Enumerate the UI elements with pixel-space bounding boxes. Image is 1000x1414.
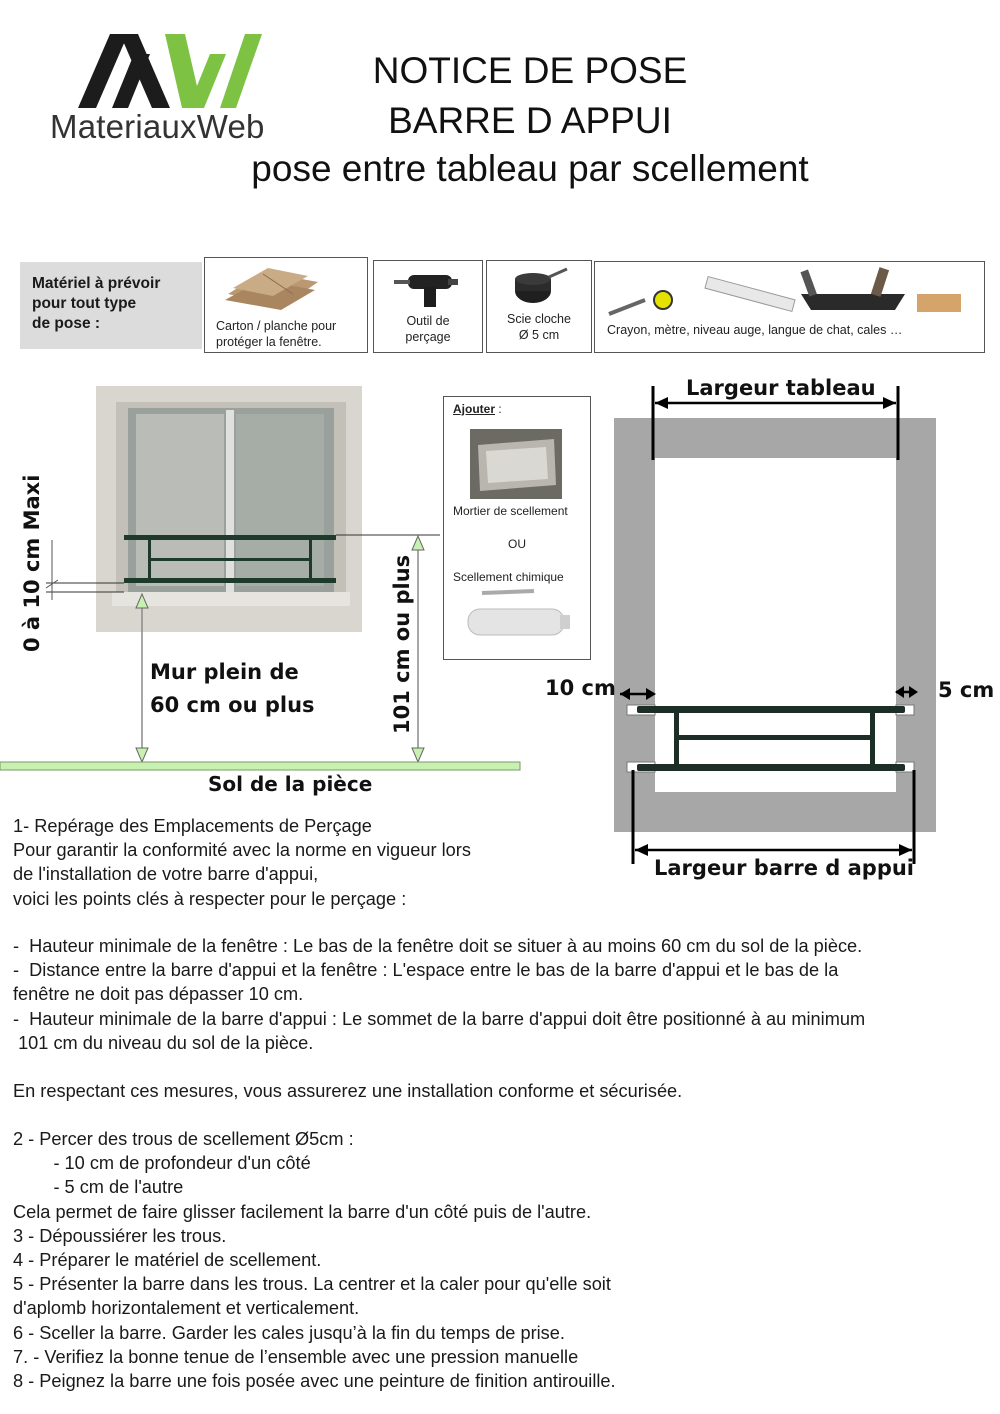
title-line-1: NOTICE DE POSE <box>372 50 688 91</box>
wall-label: Mur plein de 60 cm ou plus <box>150 660 315 717</box>
floor-label: Sol de la pièce <box>208 772 373 796</box>
material-tools: Crayon, mètre, niveau auge, langue de ch… <box>594 261 985 353</box>
window-diagram <box>0 386 521 771</box>
left-depth-label: 10 cm <box>545 676 616 700</box>
materiauxweb-logo <box>78 34 262 108</box>
hole-saw-icon <box>515 267 568 303</box>
material-drill: Outil de perçage <box>373 260 483 353</box>
title-line-2: BARRE D APPUI <box>388 100 672 141</box>
logo-text: MateriauxWeb <box>50 108 265 145</box>
right-depth-label: 5 cm <box>938 678 995 702</box>
title-line-3: pose entre tableau par scellement <box>251 148 809 189</box>
conclusion: En respectant ces mesures, vous assurere… <box>13 1081 683 1101</box>
cardboard-icon <box>225 268 318 310</box>
section-1: 1- Repérage des Emplacements de Perçage … <box>13 816 471 909</box>
chemical-cartridge-icon <box>467 589 570 636</box>
ajouter-title: Ajouter <box>453 402 495 416</box>
materials-label: Matériel à prévoir pour tout type de pos… <box>20 262 202 349</box>
material-hole-saw: Scie cloche Ø 5 cm <box>486 260 592 353</box>
height-gap-label: 0 à 10 cm Maxi <box>20 474 44 652</box>
tableau-width-label: Largeur tableau <box>686 376 876 400</box>
tools-icon <box>608 267 961 316</box>
material-cardboard: Carton / planche pour protéger la fenêtr… <box>204 257 368 353</box>
wall-opening-diagram <box>614 386 936 864</box>
steps-list: 2 - Percer des trous de scellement Ø5cm … <box>13 1129 616 1392</box>
ajouter-box: Ajouter : Mortier de scellement OU Scell… <box>443 396 591 660</box>
drill-icon <box>394 275 458 307</box>
rules-list: - Hauteur minimale de la fenêtre : Le ba… <box>13 936 866 1053</box>
mortar-tub-icon <box>470 429 562 499</box>
bar-height-label: 101 cm ou plus <box>390 554 414 734</box>
bar-width-label: Largeur barre d appui <box>654 856 914 880</box>
